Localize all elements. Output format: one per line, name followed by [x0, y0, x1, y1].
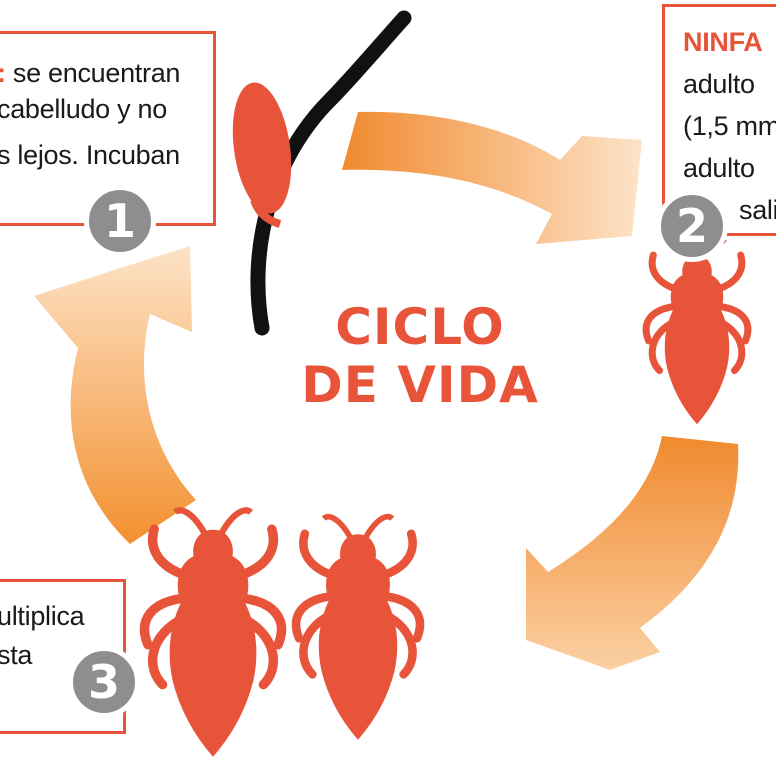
cycle-arrow-icon: [34, 246, 196, 544]
step-2-line-3: adulto: [683, 153, 755, 183]
step-2-badge: 2: [656, 190, 728, 262]
step-1-line-2: cabelludo y no: [0, 94, 167, 124]
step-3-badge: 3: [68, 646, 140, 718]
step-3-line-2: sta: [0, 640, 33, 670]
step-1-text-1: se encuentran: [12, 58, 181, 88]
step-1-badge: 1: [84, 185, 156, 257]
nit-egg-icon: [232, 82, 292, 214]
cycle-arrow-icon: [342, 111, 642, 245]
step-1-line-1: : se encuentran: [0, 56, 180, 91]
step-2-line-1: adulto: [683, 69, 755, 99]
step-2-heading: NINFA: [683, 27, 763, 57]
adult-louse-icon: [296, 517, 420, 739]
hair-strand-icon: [250, 10, 412, 336]
louse-nymph-icon: [646, 241, 748, 423]
diagram-title-line-2: DE VIDA: [301, 356, 539, 414]
step-2-line-2: (1,5 mm: [683, 111, 776, 141]
adult-louse-icon: [145, 510, 282, 756]
step-2-box: NINFA adulto (1,5 mm adulto sali: [662, 4, 776, 236]
diagram-title-line-1: CICLO: [335, 298, 505, 356]
step-3-line-1: ultiplica: [0, 601, 85, 631]
step-1-colon: :: [0, 58, 6, 88]
step-2-line-4: sali: [739, 195, 776, 225]
cycle-arrow-icon: [526, 436, 739, 670]
step-1-line-3: s lejos. Incuban: [0, 140, 180, 170]
